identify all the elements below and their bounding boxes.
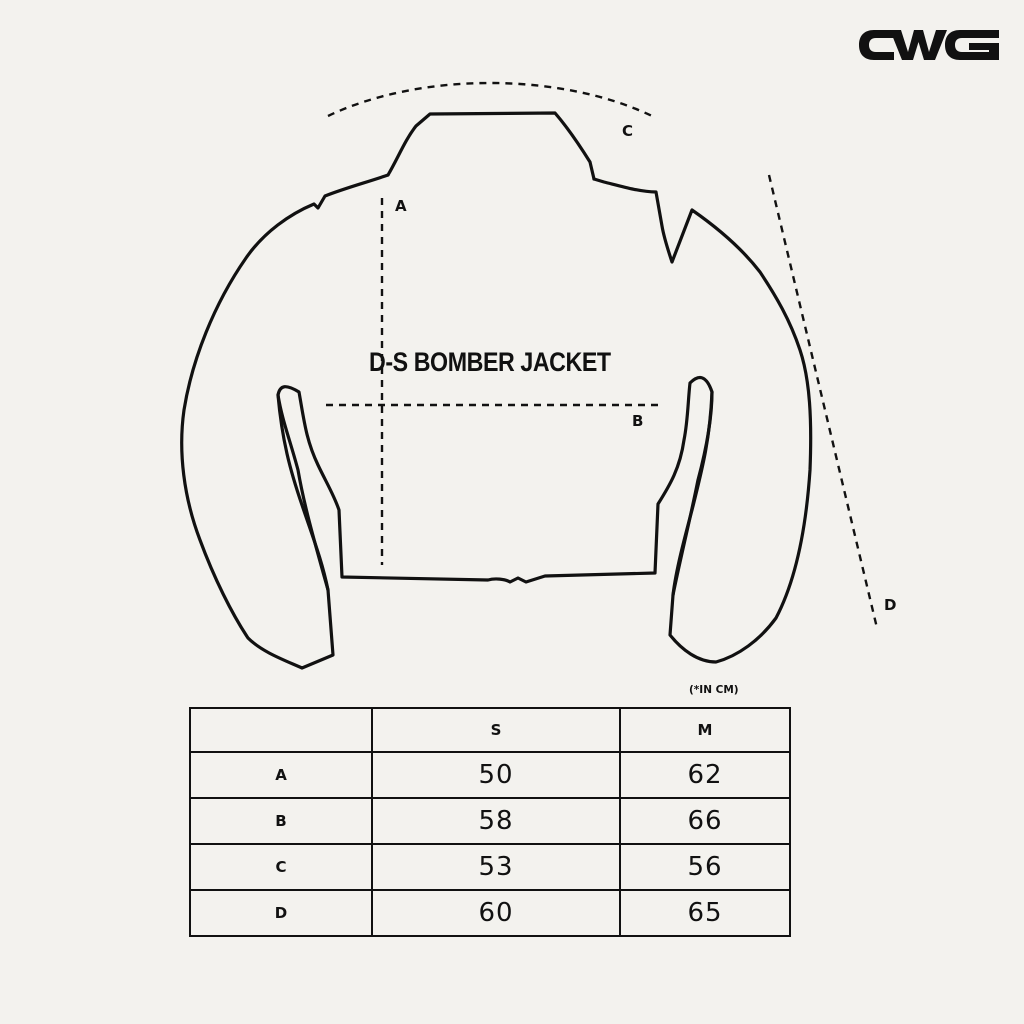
size-chart-row: B 58 66 [189, 797, 791, 845]
measure-line-c [327, 81, 653, 118]
measure-label-a: A [395, 197, 407, 215]
row-label: B [189, 797, 373, 845]
size-header-s: S [371, 707, 621, 753]
size-header-m: M [619, 707, 791, 753]
value-cell-m: 56 [619, 843, 791, 891]
value-cell-s: 50 [371, 751, 621, 799]
jacket-body-outline [180, 173, 813, 670]
value-cell-s: 53 [371, 843, 621, 891]
value-cell-m: 62 [619, 751, 791, 799]
jacket-left-sleeve-seam [276, 393, 330, 592]
brand-logo [859, 30, 999, 60]
row-label: C [189, 843, 373, 891]
measure-label-c: C [622, 122, 634, 140]
diagram-title: D-S BOMBER JACKET [369, 347, 611, 377]
row-label: A [189, 751, 373, 799]
size-chart-table: S M A 50 62 B 58 66 C 53 56 D 60 65 [189, 707, 791, 937]
jacket-right-sleeve-seam [671, 390, 714, 597]
measure-line-d [767, 174, 879, 629]
value-cell-s: 58 [371, 797, 621, 845]
size-chart-corner-cell [189, 707, 373, 753]
value-cell-m: 65 [619, 889, 791, 937]
value-cell-s: 60 [371, 889, 621, 937]
size-chart-row: C 53 56 [189, 843, 791, 891]
size-chart-header-row: S M [189, 707, 791, 753]
jacket-diagram [180, 81, 879, 670]
size-chart-row: A 50 62 [189, 751, 791, 799]
measure-label-b: B [632, 412, 644, 430]
unit-note: (*IN CM) [689, 684, 739, 696]
jacket-collar-outline [386, 111, 596, 181]
size-chart-row: D 60 65 [189, 889, 791, 937]
row-label: D [189, 889, 373, 937]
value-cell-m: 66 [619, 797, 791, 845]
measure-label-d: D [884, 596, 897, 614]
